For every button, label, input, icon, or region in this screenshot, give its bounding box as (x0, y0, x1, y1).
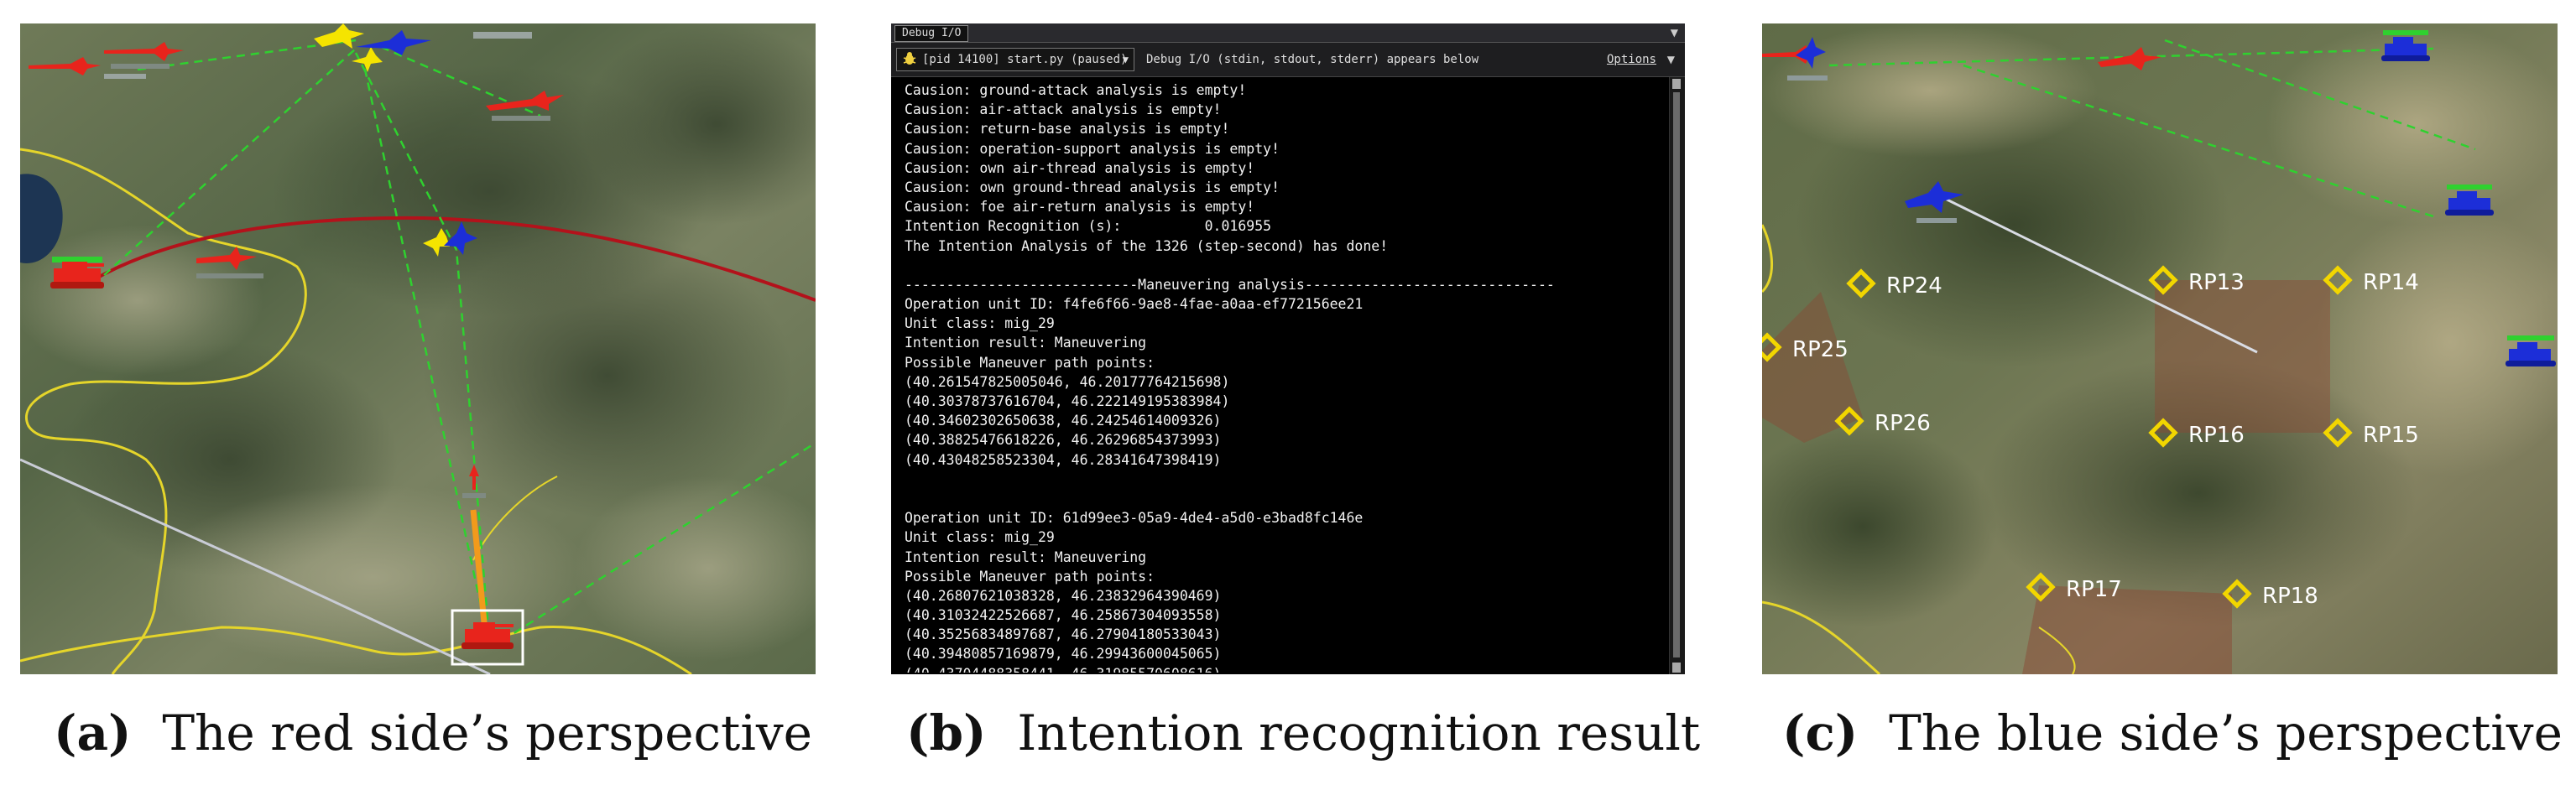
rp-marker-rp13[interactable]: RP13 (2148, 265, 2245, 295)
console-line: Possible Maneuver path points: (905, 568, 1155, 585)
blue-aircraft-icon[interactable] (1905, 181, 1963, 223)
red-aircraft-icon[interactable] (486, 91, 564, 121)
console-line: The Intention Analysis of the 1326 (step… (905, 237, 1389, 254)
rp-marker-rp25[interactable]: RP25 (1762, 332, 1849, 362)
debug-io-tab[interactable]: Debug I/O (894, 25, 969, 42)
blue-side-map: RP24 RP25 RP26 RP13 RP14 RP16 RP15 RP17 (1762, 23, 2558, 674)
process-label: [pid 14100] start.py (paused) (922, 53, 1128, 66)
unit-label-bar (473, 32, 532, 39)
yellow-aircraft-icon[interactable] (314, 23, 450, 257)
unit-label-bar (104, 74, 146, 79)
rp-marker-rp15[interactable]: RP15 (2323, 418, 2419, 448)
window-title-bar: Debug I/O ▼ (891, 23, 1685, 43)
rp-label: RP17 (2066, 577, 2122, 602)
console-line: Intention result: Maneuvering (905, 548, 1147, 565)
rp-marker-rp26[interactable]: RP26 (1834, 406, 1931, 436)
caption-label: (a) (54, 704, 132, 761)
console-line: (40.31032422526687, 46.25867304093558) (905, 607, 1222, 624)
red-aircraft-icon[interactable] (29, 57, 101, 75)
console-line: (40.38825476618226, 46.26296854373993) (905, 432, 1222, 449)
console-line: (40.26807621038328, 46.23832964390469) (905, 587, 1222, 604)
blue-tank-icon[interactable] (2506, 335, 2556, 366)
console-line: Operation unit ID: f4fe6f66-9ae8-4fae-a0… (905, 296, 1364, 313)
rp-label: RP18 (2262, 584, 2318, 609)
red-aircraft-icon[interactable] (196, 247, 263, 278)
caption-a: (a) The red side’s perspective (54, 704, 812, 772)
red-aircraft-icon[interactable] (2098, 47, 2161, 70)
rp-label: RP26 (1875, 411, 1931, 436)
debug-io-window: Debug I/O ▼ [pid 14100] start.py (paused… (891, 23, 1685, 674)
rp-marker-rp14[interactable]: RP14 (2323, 265, 2419, 295)
caption-c: (c) The blue side’s perspective (1782, 704, 2563, 772)
console-line: Intention Recognition (s): 0.016955 (905, 218, 1272, 235)
selection-box (451, 609, 524, 666)
console-line (905, 470, 1660, 489)
console-line: Causion: own air-thread analysis is empt… (905, 159, 1255, 176)
rp-label: RP15 (2363, 423, 2419, 448)
chevron-down-icon: ▼ (1122, 54, 1129, 65)
console-line: (40.261547825005046, 46.20177764215698) (905, 373, 1230, 390)
console-line: (40.43704488358441, 46.31985570608616) (905, 664, 1660, 673)
options-button[interactable]: Options (1606, 53, 1656, 66)
bug-icon (903, 52, 916, 65)
console-line: Operation unit ID: 61d99ee3-05a9-4de4-a5… (905, 510, 1364, 527)
red-aircraft-icon[interactable] (104, 42, 184, 69)
console-line: Causion: operation-support analysis is e… (905, 140, 1280, 157)
console-line (905, 489, 1660, 508)
rp-label: RP24 (1886, 273, 1942, 299)
caption-label: (b) (906, 704, 987, 761)
scrollbar-thumb[interactable] (1673, 92, 1680, 657)
console-scrollbar[interactable] (1669, 77, 1685, 674)
red-tank-icon[interactable] (50, 257, 104, 288)
red-tank-icon[interactable] (461, 622, 514, 649)
caption-text: The blue side’s perspective (1889, 704, 2563, 761)
blue-tank-icon[interactable] (2381, 30, 2430, 61)
console-line: (40.34602302650638, 46.24254614009326) (905, 413, 1222, 429)
scroll-down-icon[interactable] (1672, 663, 1681, 673)
rp-marker-rp17[interactable]: RP17 (2026, 572, 2122, 602)
console-line: Causion: return-base analysis is empty! (905, 121, 1230, 138)
caption-label: (c) (1782, 704, 1859, 761)
chevron-down-icon[interactable]: ▼ (1666, 54, 1675, 65)
caption-text: Intention recognition result (1017, 704, 1701, 761)
console-line: Unit class: mig_29 (905, 529, 1055, 546)
console-line (905, 256, 1660, 275)
red-arrow-icon[interactable] (462, 465, 486, 498)
red-side-map-canvas (20, 23, 816, 674)
blue-aircraft-icon[interactable] (1787, 37, 1828, 81)
rp-marker-rp16[interactable]: RP16 (2148, 418, 2245, 448)
rp-marker-rp18[interactable]: RP18 (2222, 579, 2318, 609)
blue-side-map-canvas: RP24 RP25 RP26 RP13 RP14 RP16 RP15 RP17 (1762, 23, 2558, 674)
console-line: ----------------------------Maneuvering … (905, 276, 1555, 293)
chevron-down-icon[interactable]: ▼ (1670, 27, 1678, 39)
scroll-up-icon[interactable] (1672, 79, 1681, 89)
caption-text: The red side’s perspective (162, 704, 812, 761)
caption-b: (b) Intention recognition result (906, 704, 1700, 772)
console-line: Causion: foe air-return analysis is empt… (905, 199, 1255, 216)
console-line: Intention result: Maneuvering (905, 335, 1147, 351)
process-select[interactable]: [pid 14100] start.py (paused) ▼ (896, 48, 1134, 71)
console-line: (40.35256834897687, 46.27904180533043) (905, 626, 1222, 643)
blue-aircraft-icon[interactable] (356, 30, 477, 255)
blue-tank-icon[interactable] (2445, 185, 2494, 216)
console-line: Possible Maneuver path points: (905, 354, 1155, 371)
console-line: Causion: ground-attack analysis is empty… (905, 82, 1247, 98)
console-line: Causion: air-attack analysis is empty! (905, 101, 1222, 118)
rp-label: RP13 (2188, 270, 2245, 295)
console-line: (40.39480857169879, 46.29943600045065) (905, 646, 1222, 663)
debug-toolbar: [pid 14100] start.py (paused) ▼ Debug I/… (891, 43, 1685, 77)
rp-label: RP16 (2188, 423, 2245, 448)
console-output[interactable]: Causion: ground-attack analysis is empty… (905, 81, 1660, 673)
rp-marker-rp24[interactable]: RP24 (1846, 268, 1942, 299)
console-line: (40.43048258523304, 46.28341647398419) (905, 451, 1222, 468)
console-line: Causion: own ground-thread analysis is e… (905, 179, 1280, 195)
console-line: (40.30378737616704, 46.222149195383984) (905, 393, 1230, 409)
red-side-map (20, 23, 816, 674)
io-hint-text: Debug I/O (stdin, stdout, stderr) appear… (1146, 53, 1479, 66)
console-line: Unit class: mig_29 (905, 315, 1055, 332)
rp-label: RP14 (2363, 270, 2419, 295)
rp-label: RP25 (1792, 337, 1849, 362)
